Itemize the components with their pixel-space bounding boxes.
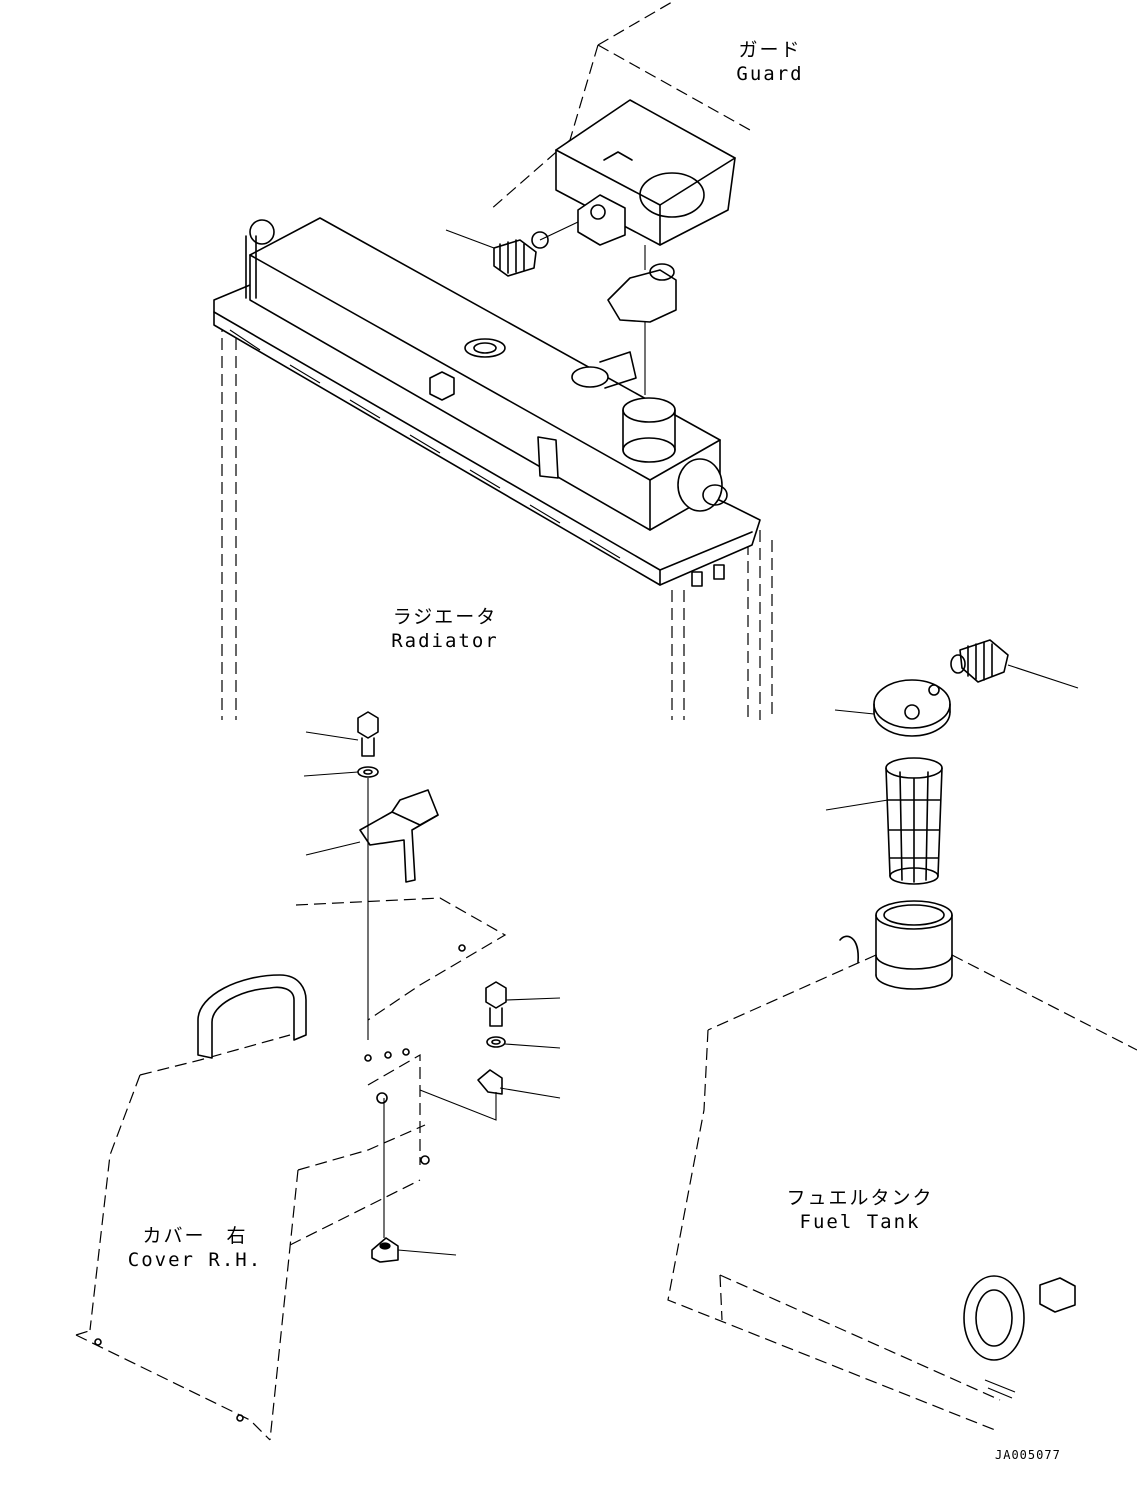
fuel-filler-neck bbox=[839, 900, 953, 990]
bracket-left bbox=[305, 778, 439, 1040]
fuel-strainer bbox=[825, 757, 943, 885]
fuel-tank-label: フュエルタンク Fuel Tank bbox=[775, 1186, 945, 1234]
cover-rh-label-en: Cover R.H. bbox=[127, 1249, 263, 1271]
bolt-middle bbox=[485, 981, 561, 1027]
bolt-upper-left bbox=[305, 711, 379, 757]
cap-bracket bbox=[577, 194, 626, 246]
washer-upper-left bbox=[303, 766, 379, 778]
fuel-tank-label-en: Fuel Tank bbox=[799, 1211, 921, 1233]
washer-middle bbox=[486, 1036, 561, 1049]
rubber-plug-right bbox=[950, 639, 1079, 689]
guard-label: ガード Guard bbox=[710, 38, 830, 86]
radiator-frame bbox=[221, 320, 773, 720]
radiator-cap bbox=[607, 245, 677, 395]
cover-rh-label-ja: カバー 右 bbox=[142, 1225, 248, 1247]
radiator-label: ラジエータ Radiator bbox=[375, 605, 515, 653]
fuel-tank-outline bbox=[667, 954, 1137, 1431]
cover-rh-outline bbox=[75, 897, 507, 1441]
radiator-label-en: Radiator bbox=[391, 630, 499, 652]
fuel-tank-label-ja: フュエルタンク bbox=[786, 1187, 934, 1209]
drawing-number: JA005077 bbox=[995, 1448, 1061, 1462]
fuel-cap bbox=[834, 679, 951, 737]
rubber-plug-top bbox=[445, 221, 579, 277]
radiator-top-tank bbox=[213, 217, 761, 587]
guard-outline bbox=[489, 1, 751, 211]
radiator-label-ja: ラジエータ bbox=[392, 606, 498, 628]
clip-nut-lower bbox=[371, 1098, 457, 1263]
cover-rh-label: カバー 右 Cover R.H. bbox=[120, 1224, 270, 1272]
clip-nut-middle bbox=[419, 1069, 561, 1121]
guard-label-en: Guard bbox=[736, 63, 804, 85]
guard-label-ja: ガード bbox=[738, 39, 802, 61]
